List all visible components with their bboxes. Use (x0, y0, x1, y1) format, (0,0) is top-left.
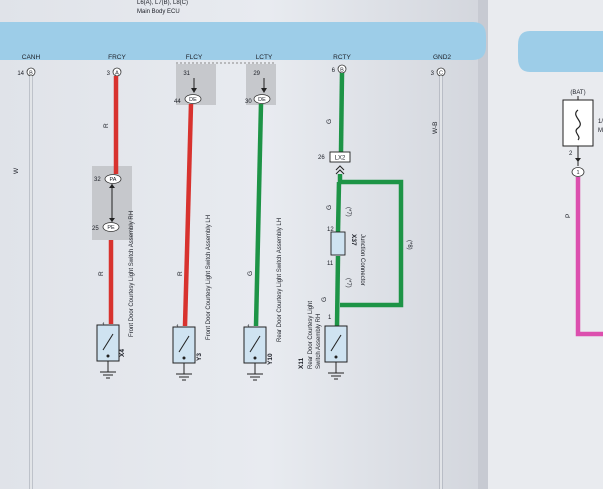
wire-color-rcty-lower: G (321, 297, 328, 302)
pin-gnd2: 3 (431, 71, 435, 77)
right-page (486, 0, 603, 489)
pin-x37-11: 11 (327, 261, 334, 267)
pin-rcty: 6 (332, 68, 336, 74)
wire-color-flcy: R (177, 271, 184, 276)
connector-pe-label: PE (107, 225, 115, 231)
fuse-block (562, 99, 594, 147)
right-edge-text-2: M (598, 128, 603, 134)
page-gutter (478, 0, 488, 489)
connector-de-left (184, 94, 202, 104)
pin-lx2: 26 (318, 155, 325, 161)
right-page-band (518, 31, 603, 72)
svg-text:1: 1 (328, 315, 332, 321)
wire-color-rcty-mid: G (326, 205, 333, 210)
wire-note-7-lower: (*7) (345, 278, 351, 288)
wire-rcty-loop (337, 174, 404, 308)
conn-frcy: A (115, 71, 119, 77)
switch-x11-name-line1: Rear Door Courtesy Light (308, 301, 314, 369)
switch-x11: 1 X11 Rear Door Courtesy Light Switch As… (298, 301, 348, 380)
wire-color-pink: P (565, 214, 572, 218)
pin-frcy: 3 (107, 71, 111, 77)
ecu-connectors-label: L6(A), L7(B), L8(C) (137, 0, 188, 6)
column-label-frcy: FRCY (108, 54, 126, 61)
switch-y3-name: Front Door Courtesy Light Switch Assembl… (206, 215, 212, 340)
conn-rcty: B (340, 68, 344, 74)
switch-y10-name: Rear Door Courtesy Light Switch Assembly… (277, 218, 283, 342)
switch-y3-id: Y3 (196, 353, 203, 361)
wire-color-frcy-upper: R (103, 123, 110, 128)
pin-pa: 32 (94, 177, 101, 183)
pin-flcy: 31 (183, 71, 190, 77)
pin-lcty: 29 (253, 71, 260, 77)
conn-gnd2: C (439, 71, 443, 77)
x37-name: Junction Connector (359, 234, 365, 286)
pin-x37-12: 12 (327, 227, 334, 233)
wire-rcty-mid (335, 181, 342, 233)
ecu-band (0, 22, 486, 60)
switch-y10-id: Y10 (267, 353, 274, 365)
connector-pe (102, 222, 120, 232)
pin-pe: 25 (92, 226, 99, 232)
switch-x4-id: X4 (119, 349, 126, 357)
left-page (0, 0, 486, 489)
x37-junction-connector (330, 231, 346, 256)
connector-fuse (571, 167, 585, 177)
fuse-icon (575, 109, 581, 141)
wire-pink (575, 177, 603, 337)
column-label-gnd2: GND2 (433, 54, 451, 61)
wire-rcty-upper (338, 72, 345, 153)
wire-rcty-lower (334, 255, 341, 327)
switch-y3: 1 Y3 Front Door Courtesy Light Switch As… (172, 215, 212, 381)
wire-color-canh: W (13, 167, 20, 174)
switch-x11-name-line2: Switch Assembly RH (316, 314, 322, 369)
ecu-name-label: Main Body ECU (137, 9, 180, 15)
connector-lx2 (329, 151, 351, 163)
pin-fuse-2: 2 (569, 151, 573, 157)
switch-x4-name: Front Door Courtesy Light Switch Assembl… (129, 211, 135, 337)
connector-lx2-label: LX2 (335, 156, 346, 162)
wire-color-lcty: G (247, 271, 254, 276)
right-edge-text-1: 1/ (598, 119, 603, 125)
switch-x11-id: X11 (298, 357, 305, 369)
wire-flcy (182, 103, 194, 327)
conn-canh: B (29, 71, 33, 77)
bat-label: (BAT) (570, 90, 585, 96)
connector-pa (104, 174, 122, 184)
pin-canh: 14 (17, 71, 24, 77)
wire-note-8: (*8) (406, 240, 412, 250)
switch-x4: 1 X4 Front Door Courtesy Light Switch As… (96, 211, 135, 379)
column-label-lcty: LCTY (256, 54, 273, 61)
connector-de-right (253, 94, 271, 104)
wire-color-gnd2: W-B (432, 121, 439, 134)
pin-de-left: 44 (174, 99, 181, 105)
wire-lcty (253, 103, 264, 327)
column-label-canh: CANH (22, 54, 41, 61)
column-label-rcty: RCTY (333, 54, 351, 61)
wire-color-rcty: G (326, 119, 333, 124)
pin-fuse-1: 1 (576, 170, 579, 176)
connector-de-right-label: DE (258, 97, 266, 103)
pin-de-right: 30 (245, 99, 252, 105)
wire-note-7-upper: (*7) (345, 207, 351, 217)
switch-y10: 1 Y10 Rear Door Courtesy Light Switch As… (243, 218, 283, 381)
connector-de-left-label: DE (189, 97, 197, 103)
x37-id: X37 (350, 234, 357, 246)
connector-pa-label: PA (110, 177, 117, 183)
column-label-flcy: FLCY (186, 54, 203, 61)
wire-color-frcy-lower: R (98, 271, 105, 276)
